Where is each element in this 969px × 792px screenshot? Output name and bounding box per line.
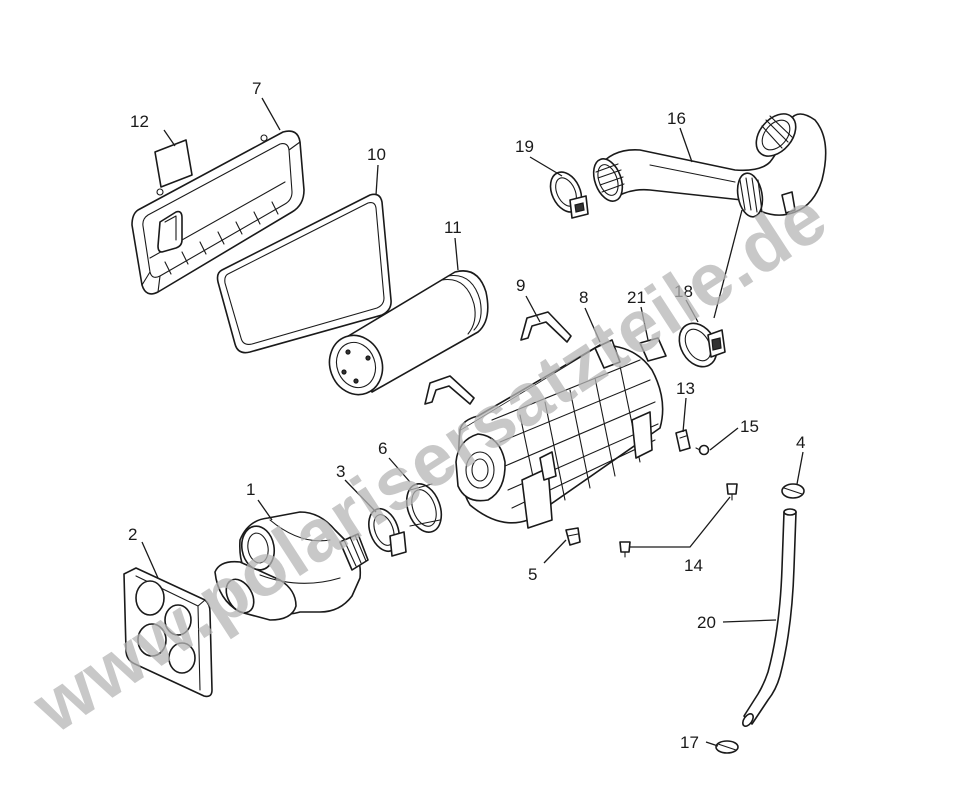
part-3-hose-clamp	[368, 507, 407, 557]
part-16-outlet-hose	[592, 113, 827, 218]
part-6-coupler-ring	[405, 483, 443, 533]
callout-16: 16	[667, 109, 686, 128]
part-9-retaining-clips	[424, 311, 572, 405]
callout-4: 4	[796, 433, 805, 452]
part-5-push-rivet	[565, 527, 581, 546]
part-18-hose-clamp	[678, 322, 726, 368]
callout-15: 15	[740, 417, 759, 436]
part-2-mounting-plate	[123, 567, 213, 698]
callout-14: 14	[684, 556, 703, 575]
part-1-air-intake-duct	[214, 511, 369, 621]
callout-7: 7	[252, 79, 261, 98]
callout-21: 21	[627, 288, 646, 307]
part-15-screw	[695, 444, 710, 456]
part-13-clip-nut	[675, 429, 691, 452]
callout-9: 9	[516, 276, 525, 295]
callout-19: 19	[515, 137, 534, 156]
callout-12: 12	[130, 112, 149, 131]
part-14-screws	[619, 483, 738, 558]
callout-3: 3	[336, 462, 345, 481]
callout-17: 17	[680, 733, 699, 752]
callout-1: 1	[246, 480, 255, 499]
part-7-airbox-cover	[131, 130, 305, 295]
part-12-label	[154, 139, 193, 188]
callout-2: 2	[128, 525, 137, 544]
callout-10: 10	[367, 145, 386, 164]
part-20-drain-tube	[742, 508, 797, 727]
callout-18: 18	[674, 282, 693, 301]
callout-8: 8	[579, 288, 588, 307]
callout-6: 6	[378, 439, 387, 458]
part-11-air-filter	[328, 270, 489, 396]
callout-5: 5	[528, 565, 537, 584]
callout-20: 20	[697, 613, 716, 632]
part-4-hose-clip	[781, 483, 805, 499]
callout-numbers: 12 7 10 11 9 8 21 18 19 16 13 15 4 1 3 6…	[128, 79, 805, 752]
part-8-airbox-housing	[455, 339, 664, 529]
callout-11: 11	[444, 218, 462, 237]
part-21-label	[639, 337, 667, 362]
part-19-hose-clamp	[549, 171, 589, 219]
part-17-hose-clip	[715, 740, 739, 754]
callout-13: 13	[676, 379, 695, 398]
leader-lines	[141, 97, 804, 747]
